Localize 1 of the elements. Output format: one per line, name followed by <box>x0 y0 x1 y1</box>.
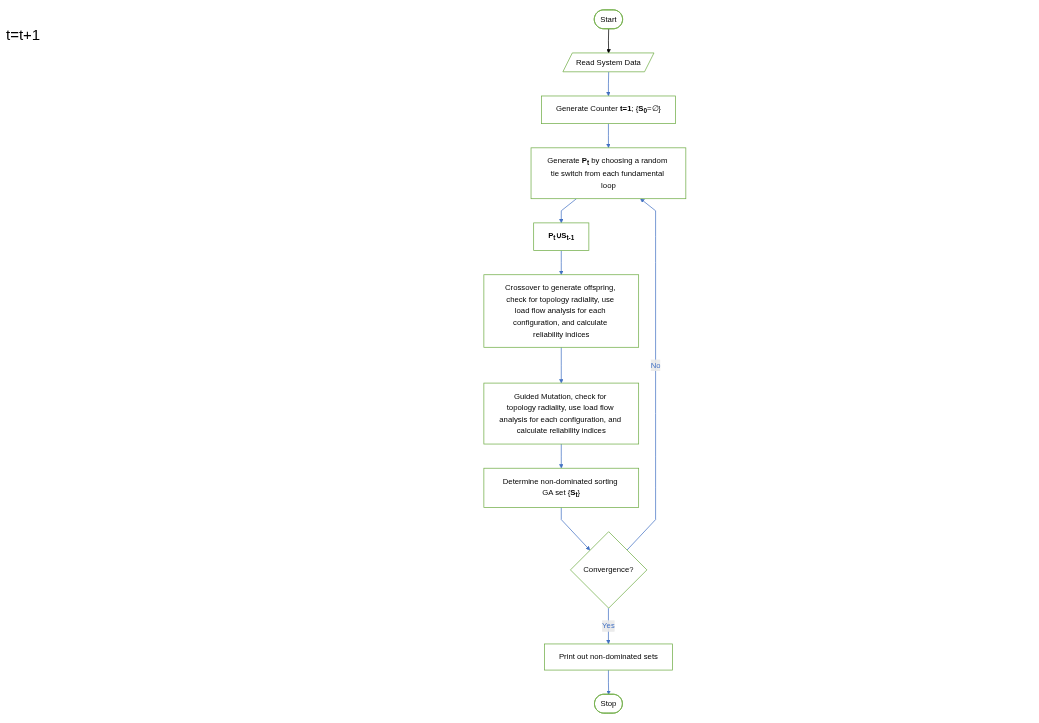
loop-label: t=t+1 <box>6 26 42 43</box>
